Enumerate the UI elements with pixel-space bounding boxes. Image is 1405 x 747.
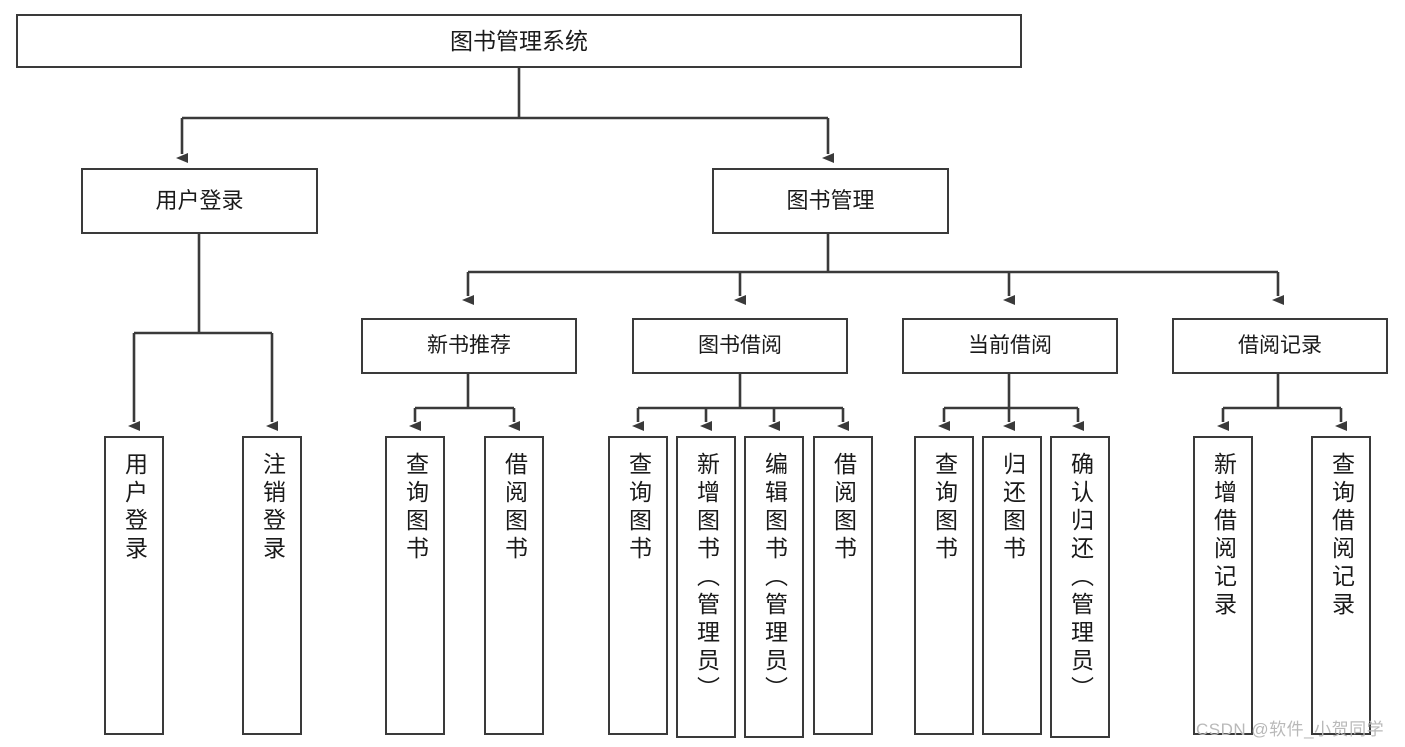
node-label: 查询图书 (625, 452, 652, 564)
node-label: 新增借阅记录 (1210, 452, 1237, 620)
leaf-current-return-book[interactable]: 归还图书 (982, 436, 1042, 735)
leaf-borrow-add-book-admin[interactable]: 新增图书（管理员） (676, 436, 736, 738)
node-borrow-record[interactable]: 借阅记录 (1172, 318, 1388, 374)
node-book-borrow[interactable]: 图书借阅 (632, 318, 848, 374)
node-label: 查询图书 (931, 452, 958, 564)
node-label: 查询图书 (402, 452, 429, 564)
node-label: 借阅图书 (830, 452, 857, 564)
node-label: 借阅记录 (1238, 333, 1322, 357)
leaf-recommend-query-book[interactable]: 查询图书 (385, 436, 445, 735)
leaf-logout[interactable]: 注销登录 (242, 436, 302, 735)
node-label: 归还图书 (999, 452, 1026, 564)
node-label: 新书推荐 (427, 333, 511, 357)
node-label: 用户登录 (121, 452, 148, 564)
node-label: 图书管理系统 (450, 27, 588, 54)
node-book-management[interactable]: 图书管理 (712, 168, 949, 234)
node-label: 查询借阅记录 (1328, 452, 1355, 620)
node-user-login[interactable]: 用户登录 (81, 168, 318, 234)
leaf-current-confirm-return-admin[interactable]: 确认归还（管理员） (1050, 436, 1110, 738)
node-root-system[interactable]: 图书管理系统 (16, 14, 1022, 68)
leaf-current-query-book[interactable]: 查询图书 (914, 436, 974, 735)
watermark: CSDN @软件_小贺同学 (1196, 720, 1385, 739)
leaf-record-query-record[interactable]: 查询借阅记录 (1311, 436, 1371, 735)
node-label: 图书借阅 (698, 333, 782, 357)
leaf-borrow-query-book[interactable]: 查询图书 (608, 436, 668, 735)
leaf-borrow-edit-book-admin[interactable]: 编辑图书（管理员） (744, 436, 804, 738)
node-label: 编辑图书（管理员） (761, 452, 788, 704)
leaf-user-login[interactable]: 用户登录 (104, 436, 164, 735)
node-label: 用户登录 (155, 188, 244, 214)
leaf-borrow-borrow-book[interactable]: 借阅图书 (813, 436, 873, 735)
leaf-recommend-borrow-book[interactable]: 借阅图书 (484, 436, 544, 735)
node-current-borrow[interactable]: 当前借阅 (902, 318, 1118, 374)
node-label: 当前借阅 (968, 333, 1052, 357)
node-new-book-recommend[interactable]: 新书推荐 (361, 318, 577, 374)
leaf-record-add-record[interactable]: 新增借阅记录 (1193, 436, 1253, 735)
node-label: 借阅图书 (501, 452, 528, 564)
node-label: 注销登录 (259, 452, 286, 564)
node-label: 图书管理 (786, 188, 875, 214)
node-label: 新增图书（管理员） (693, 452, 720, 704)
node-label: 确认归还（管理员） (1067, 452, 1094, 704)
